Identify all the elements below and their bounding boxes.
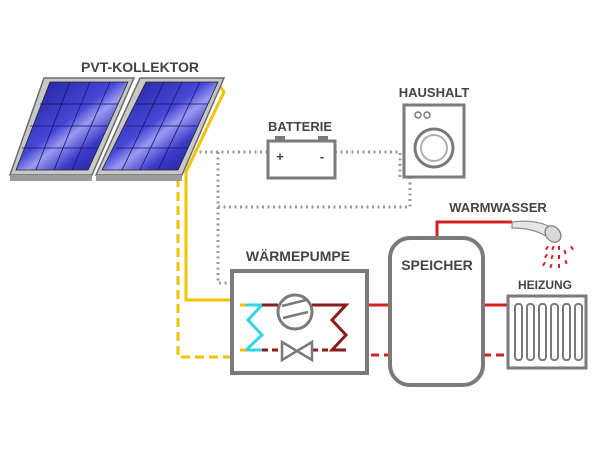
storage-label: SPEICHER: [401, 257, 473, 273]
heating-label: HEIZUNG: [518, 278, 572, 292]
solar-supply-line: [184, 83, 255, 302]
storage-tank: [388, 236, 485, 387]
household-label: HAUSHALT: [399, 85, 470, 100]
battery-label: BATTERIE: [268, 119, 332, 134]
solar-return-line: [176, 178, 255, 359]
hotwater-label: WARMWASSER: [449, 200, 547, 215]
washing-machine-icon: [402, 103, 466, 179]
collector-label: PVT-KOLLEKTOR: [81, 59, 199, 75]
radiator-icon: [506, 294, 588, 370]
solar-panel-icon: [8, 77, 226, 181]
electric-lines: [183, 150, 412, 295]
solar-loop: [176, 83, 255, 359]
line-household-feed: [216, 152, 412, 209]
battery-minus-sign: -: [320, 149, 324, 164]
shower-head-icon: [511, 220, 574, 269]
evaporator-coil: [242, 303, 266, 352]
expansion-valve-icon: [280, 339, 314, 363]
compressor-icon: [276, 293, 314, 331]
battery-plus-sign: +: [276, 149, 284, 164]
storage-to-hotwater-line: [435, 220, 512, 238]
heatpump-label: WÄRMEPUMPE: [246, 248, 350, 264]
condenser-coil: [328, 303, 350, 352]
battery-icon: [266, 136, 337, 180]
line-battery-household: [335, 150, 402, 180]
